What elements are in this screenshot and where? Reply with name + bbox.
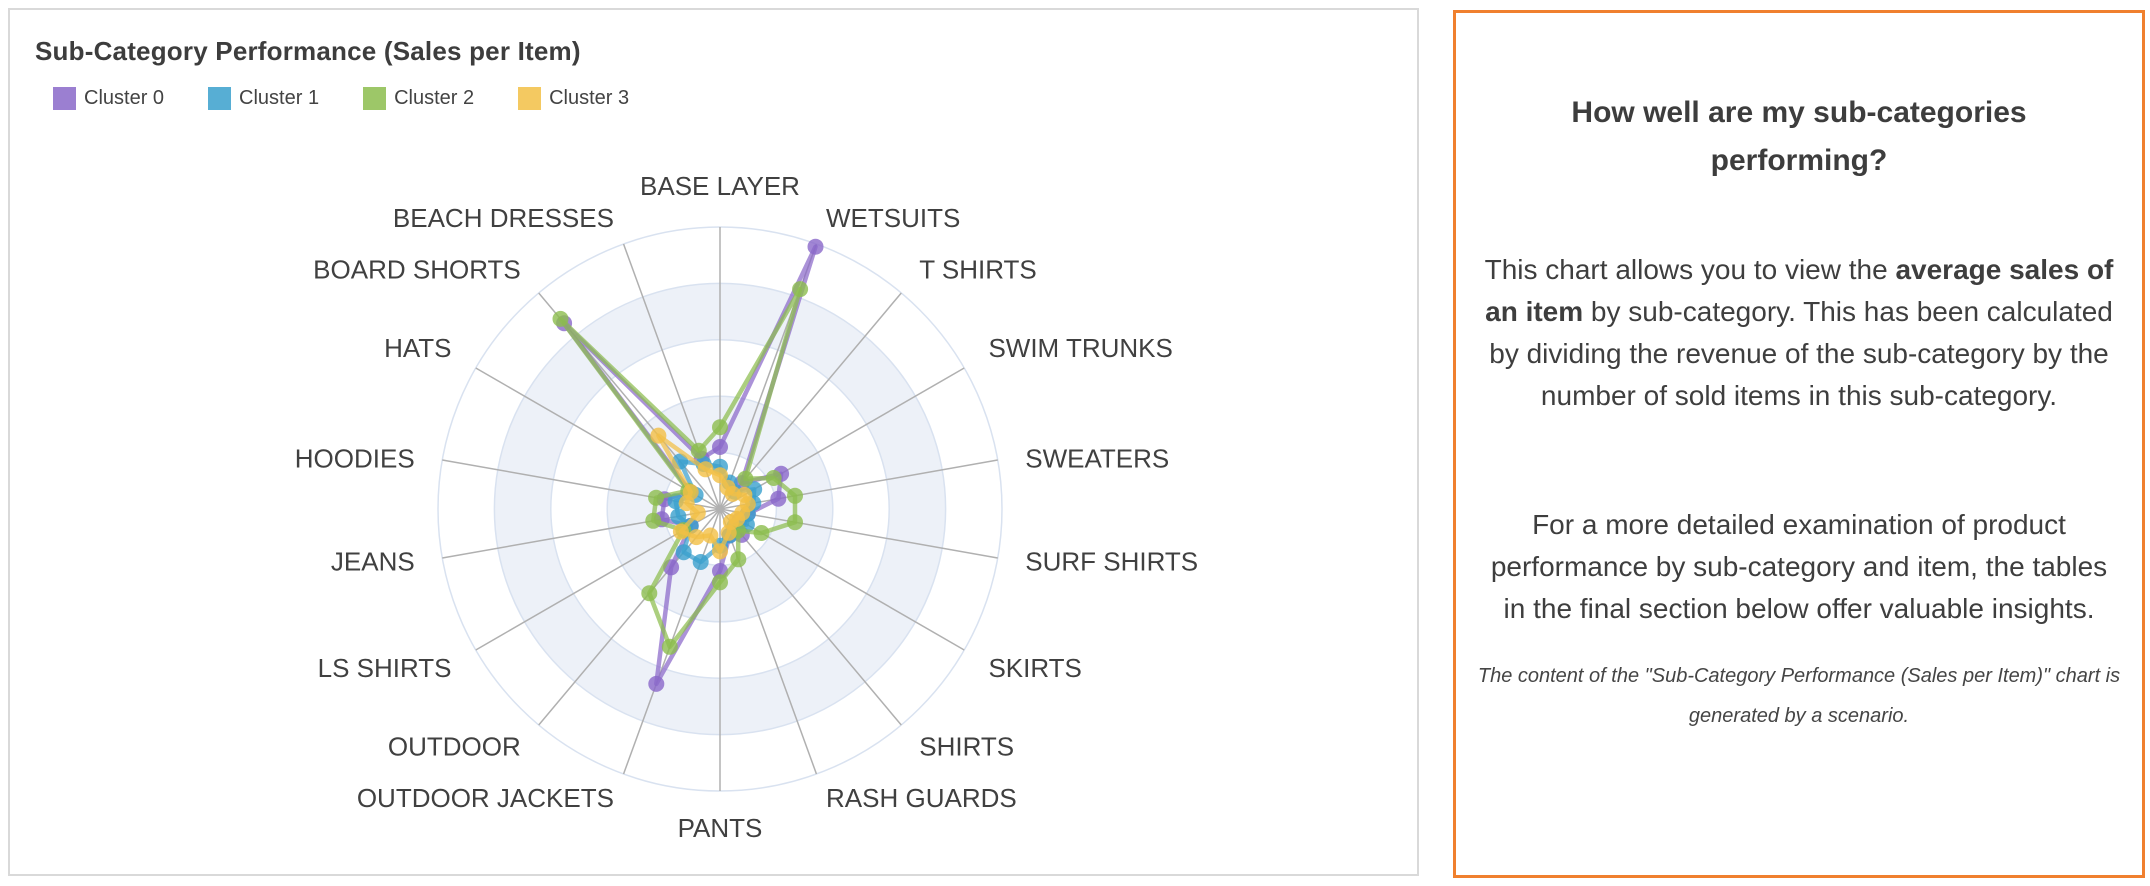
radar-point-cluster-2-1[interactable] [792,281,809,298]
info-paragraph-1-bold: average sales of an item [1485,254,2114,327]
radar-category-label: OUTDOOR [388,732,521,762]
radar-category-label: OUTDOOR JACKETS [357,783,614,813]
radar-category-label: SWIM TRUNKS [988,333,1172,363]
radar-point-cluster-3-10[interactable] [702,527,719,544]
radar-spoke [719,459,998,510]
radar-chart[interactable]: BASE LAYER WETSUITS T SHIRTS SWIM TRUNKS SWE… [10,10,1417,874]
legend-swatch-cluster-2 [363,87,387,110]
radar-point-cluster-3-13[interactable] [689,504,706,521]
radar-point-cluster-1-11[interactable] [675,544,692,561]
chart-title: Sub-Category Performance (Sales per Item… [35,36,581,66]
radar-category-label: JEANS [331,546,415,576]
radar-point-cluster-2-6[interactable] [753,525,770,541]
info-paragraph-1: This chart allows you to view the averag… [1471,249,2127,417]
radar-point-cluster-2-17[interactable] [690,442,707,459]
radar-point-cluster-2-2[interactable] [737,470,754,487]
radar-category-label: BOARD SHORTS [313,254,521,284]
radar-category-label: WETSUITS [826,203,960,233]
radar-point-cluster-3-16[interactable] [650,427,667,444]
radar-spoke [538,508,721,726]
radar-spoke [475,367,721,510]
legend-item-cluster-2[interactable]: Cluster 2 [363,87,474,110]
legend-label: Cluster 3 [549,87,630,109]
legend-swatch-cluster-0 [53,87,76,110]
radar-point-cluster-2-5[interactable] [787,514,803,531]
radar-point-cluster-2-13[interactable] [645,512,662,529]
info-heading: How well are my sub-categories performin… [1571,96,2027,177]
radar-spoke [719,508,902,726]
radar-point-cluster-0-4[interactable] [770,490,787,507]
radar-point-cluster-3-2[interactable] [724,485,741,502]
legend-label: Cluster 1 [239,87,320,109]
radar-point-cluster-3-15[interactable] [682,484,699,501]
radar-point-cluster-3-11[interactable] [688,529,705,546]
radar-point-cluster-3-8[interactable] [720,524,737,541]
radar-point-cluster-2-9[interactable] [712,574,728,591]
legend-label: Cluster 2 [394,87,475,109]
radar-point-cluster-2-16[interactable] [552,310,569,327]
radar-category-label: BASE LAYER [640,171,800,201]
radar-point-cluster-2-0[interactable] [712,419,728,436]
chart-legend: Cluster 0 Cluster 1 Cluster 2 Cluster 3 [53,87,673,110]
legend-swatch-cluster-3 [518,87,542,110]
radar-point-cluster-2-8[interactable] [730,551,747,568]
info-card: How well are my sub-categories performin… [1453,10,2145,878]
legend-label: Cluster 0 [84,87,165,109]
radar-point-cluster-0-1[interactable] [807,238,824,255]
radar-category-label: SHIRTS [919,732,1014,762]
radar-category-label: HOODIES [295,444,415,474]
radar-category-label: SKIRTS [988,653,1081,683]
legend-item-cluster-0[interactable]: Cluster 0 [53,87,164,110]
radar-category-label: HATS [384,333,451,363]
radar-category-label: LS SHIRTS [318,653,452,683]
radar-point-cluster-0-10[interactable] [648,675,665,692]
legend-swatch-cluster-1 [208,87,232,110]
radar-point-cluster-3-12[interactable] [672,523,689,540]
radar-category-label: PANTS [678,813,763,843]
radar-point-cluster-1-13[interactable] [670,508,687,525]
chart-card: Sub-Category Performance (Sales per Item… [8,8,1419,876]
radar-category-label: SWEATERS [1025,444,1169,474]
legend-item-cluster-1[interactable]: Cluster 1 [208,87,319,110]
info-paragraph-2: For a more detailed examination of produ… [1490,509,2108,624]
radar-point-cluster-2-4[interactable] [787,487,803,504]
radar-point-cluster-2-14[interactable] [648,489,665,506]
radar-category-label: SURF SHIRTS [1025,546,1198,576]
info-footnote: The content of the "Sub-Category Perform… [1477,665,2121,727]
radar-spoke [719,508,998,559]
radar-point-cluster-2-10[interactable] [661,638,678,655]
radar-point-cluster-2-11[interactable] [641,585,658,602]
radar-point-cluster-3-0[interactable] [712,467,728,484]
radar-point-cluster-2-3[interactable] [765,470,782,486]
radar-category-label: BEACH DRESSES [393,203,614,233]
radar-point-cluster-3-9[interactable] [712,543,728,560]
radar-point-cluster-0-0[interactable] [712,439,728,455]
info-paragraph-1-pre: This chart allows you to view the [1484,254,1896,285]
info-paragraph-1-post: by sub-category. This has been calculate… [1489,296,2113,411]
radar-category-label: RASH GUARDS [826,783,1017,813]
legend-item-cluster-3[interactable]: Cluster 3 [518,87,629,110]
radar-point-cluster-3-17[interactable] [697,461,714,478]
radar-point-cluster-1-10[interactable] [692,554,709,570]
radar-category-label: T SHIRTS [919,254,1037,284]
